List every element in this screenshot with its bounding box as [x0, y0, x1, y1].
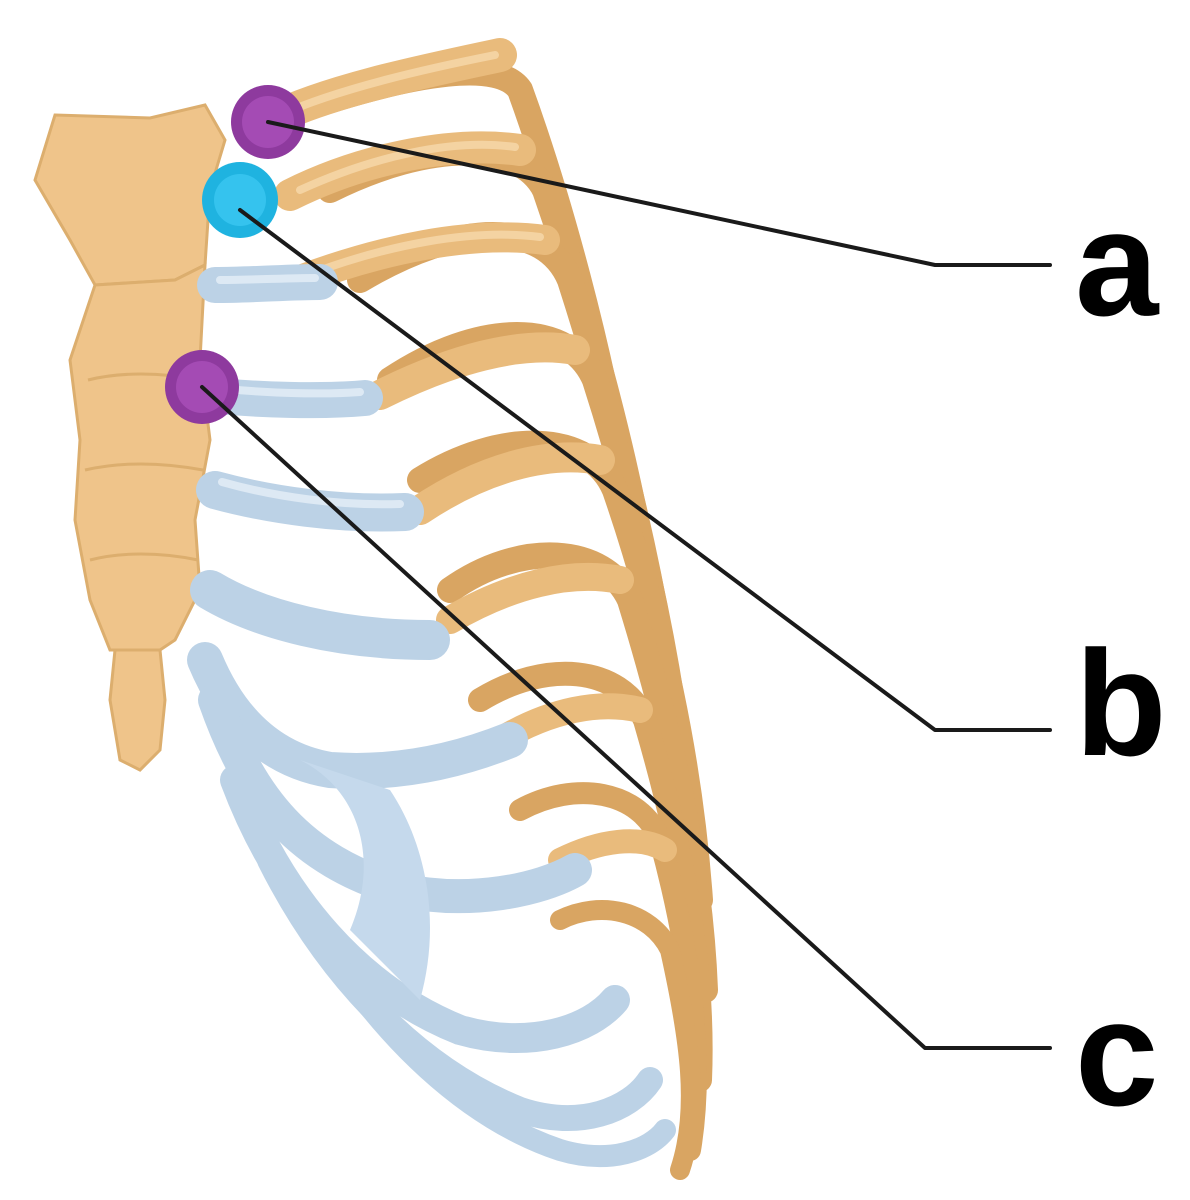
costal-cartilages: [187, 264, 676, 1168]
sternum-body: [68, 262, 212, 652]
leader-lines: [200, 120, 1052, 1050]
marker-b[interactable]: [202, 162, 278, 238]
manubrium: [33, 103, 227, 287]
leader-line-b: [238, 208, 1052, 732]
label-a: a: [1075, 179, 1160, 347]
leader-line-c: [200, 385, 1052, 1050]
sternum: [33, 103, 227, 772]
xiphoid-process: [108, 648, 167, 772]
label-b: b: [1075, 619, 1167, 787]
leader-line-a: [266, 120, 1052, 267]
label-c: c: [1075, 969, 1158, 1137]
